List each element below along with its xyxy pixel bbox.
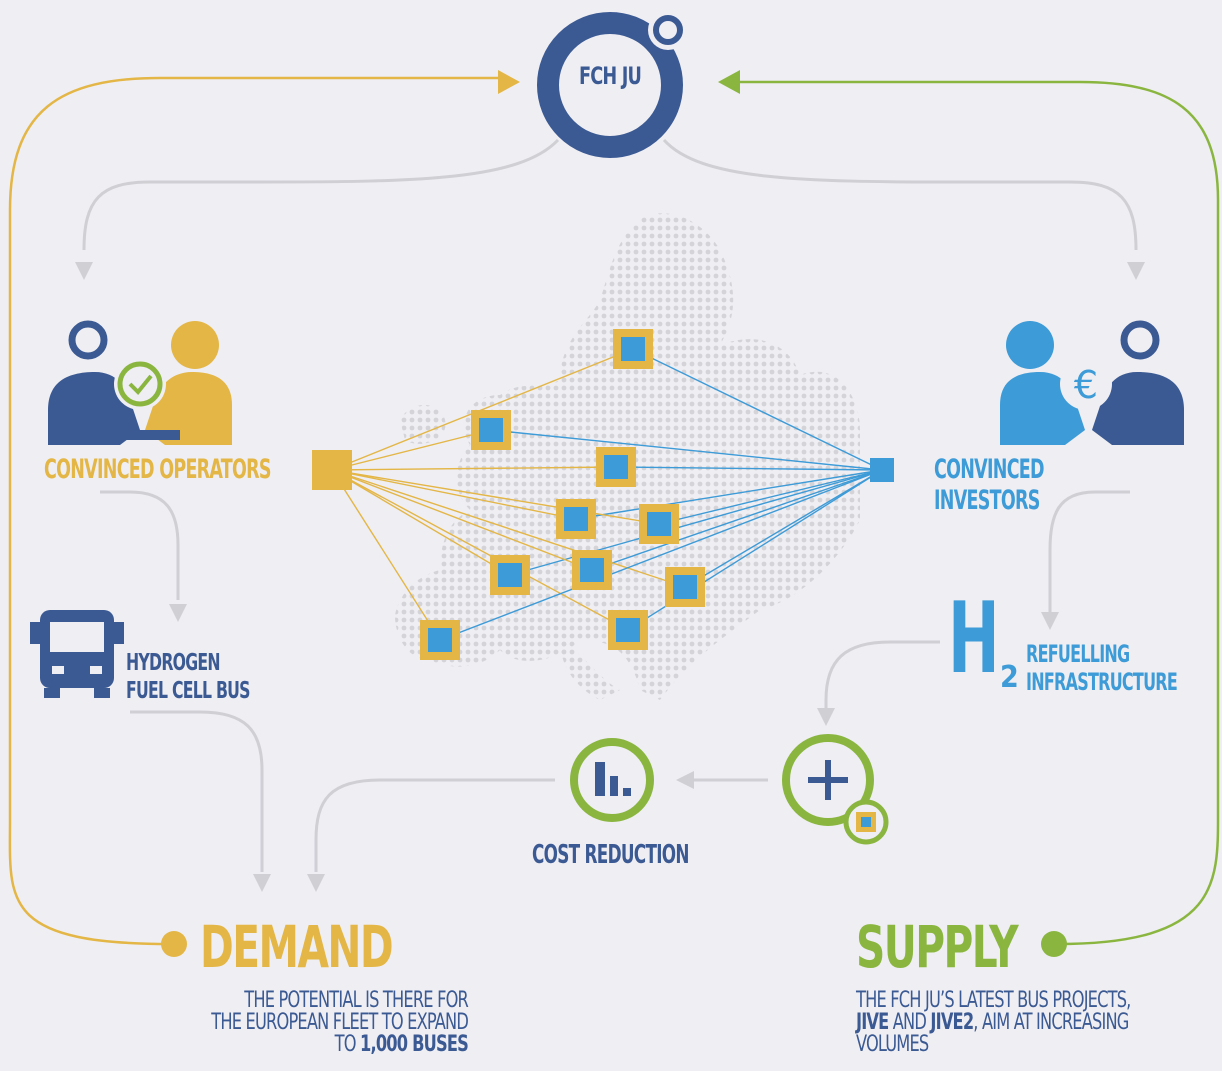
demand-desc-line2: THE EUROPEAN FLEET TO EXPAND: [211, 1010, 469, 1035]
network-link: [331, 348, 634, 471]
h2-icon: H: [948, 590, 1000, 688]
investors-label: CONVINCED INVESTORS: [934, 454, 1045, 516]
project-node: [471, 410, 511, 450]
operators-to-bus-connector: [100, 490, 180, 600]
plus-circle-icon: [782, 734, 889, 845]
refuelling-label-line1: REFUELLING: [1026, 640, 1130, 668]
supply-desc-line2: JIVE AND JIVE2, AIM AT INCREASING: [856, 1010, 1129, 1035]
network-link: [490, 429, 883, 471]
bar-chart-circle-icon: [570, 738, 654, 822]
project-node: [608, 610, 648, 650]
network-link: [684, 469, 883, 588]
handshake-check-icon: [48, 320, 232, 445]
network-link: [331, 469, 629, 631]
network-link: [331, 429, 492, 471]
h2-to-plus-connector: [824, 640, 940, 710]
operators-label: CONVINCED OPERATORS: [44, 454, 271, 485]
operators-node: [312, 450, 352, 490]
project-node: [420, 620, 460, 660]
project-node: [596, 447, 636, 487]
hub-to-investors-connector: [662, 138, 1138, 251]
refuelling-label-line2: INFRASTRUCTURE: [1026, 668, 1178, 696]
network-link: [591, 469, 883, 571]
supply-title: SUPPLY: [856, 913, 1019, 981]
project-node: [572, 550, 612, 590]
bus-icon: [30, 610, 124, 698]
network-link: [331, 469, 686, 588]
network-link: [331, 469, 660, 525]
project-node: [639, 504, 679, 544]
network-link: [658, 469, 883, 525]
network-link: [575, 469, 883, 520]
investors-to-h2-connector: [1048, 490, 1130, 612]
network-link: [632, 348, 883, 471]
green-arrowhead: [718, 70, 740, 94]
h2-subscript: 2: [1000, 660, 1019, 695]
bus-to-demand-connector: [130, 710, 264, 872]
supply-dot: [1041, 931, 1067, 957]
demand-desc-line1: THE POTENTIAL IS THERE FOR: [244, 988, 469, 1013]
network-link: [331, 469, 511, 576]
bus-label-line1: HYDROGEN: [126, 650, 221, 676]
supply-desc-line3: VOLUMES: [856, 1032, 929, 1057]
supply-loop-connector: [735, 80, 1220, 946]
handshake-euro-icon: €: [1000, 320, 1184, 445]
fch-ju-logo-icon: [537, 12, 683, 158]
gold-arrowhead: [498, 70, 520, 94]
network-link: [439, 469, 883, 641]
investors-node: [870, 458, 894, 482]
supply-description: THE FCH JU’S LATEST BUS PROJECTS, JIVE A…: [856, 990, 1217, 1056]
demand-title: DEMAND: [200, 913, 394, 981]
bus-label-line2: FUEL CELL BUS: [126, 678, 251, 704]
demand-dot: [161, 931, 187, 957]
network-link: [331, 469, 441, 641]
svg-text:€: €: [1074, 363, 1098, 407]
demand-loop-connector: [8, 76, 500, 946]
hub-to-operators-connector: [82, 138, 560, 251]
h2-symbol: H: [948, 582, 1000, 696]
network-link: [331, 469, 593, 571]
project-node: [613, 329, 653, 369]
project-node: [556, 499, 596, 539]
network-link: [331, 466, 617, 471]
hub-label: FCH JU: [578, 62, 642, 90]
supply-desc-line1: THE FCH JU’S LATEST BUS PROJECTS,: [856, 988, 1131, 1013]
network-link: [331, 469, 577, 520]
project-node: [665, 567, 705, 607]
cost-to-demand-connector: [314, 778, 555, 872]
network-link: [615, 466, 883, 471]
project-node: [490, 555, 530, 595]
cost-reduction-label: COST REDUCTION: [532, 840, 689, 870]
network-nodes: [420, 329, 705, 660]
demand-desc-line3: TO 1,000 BUSES: [334, 1032, 469, 1057]
demand-description: THE POTENTIAL IS THERE FOR THE EUROPEAN …: [101, 988, 469, 1057]
